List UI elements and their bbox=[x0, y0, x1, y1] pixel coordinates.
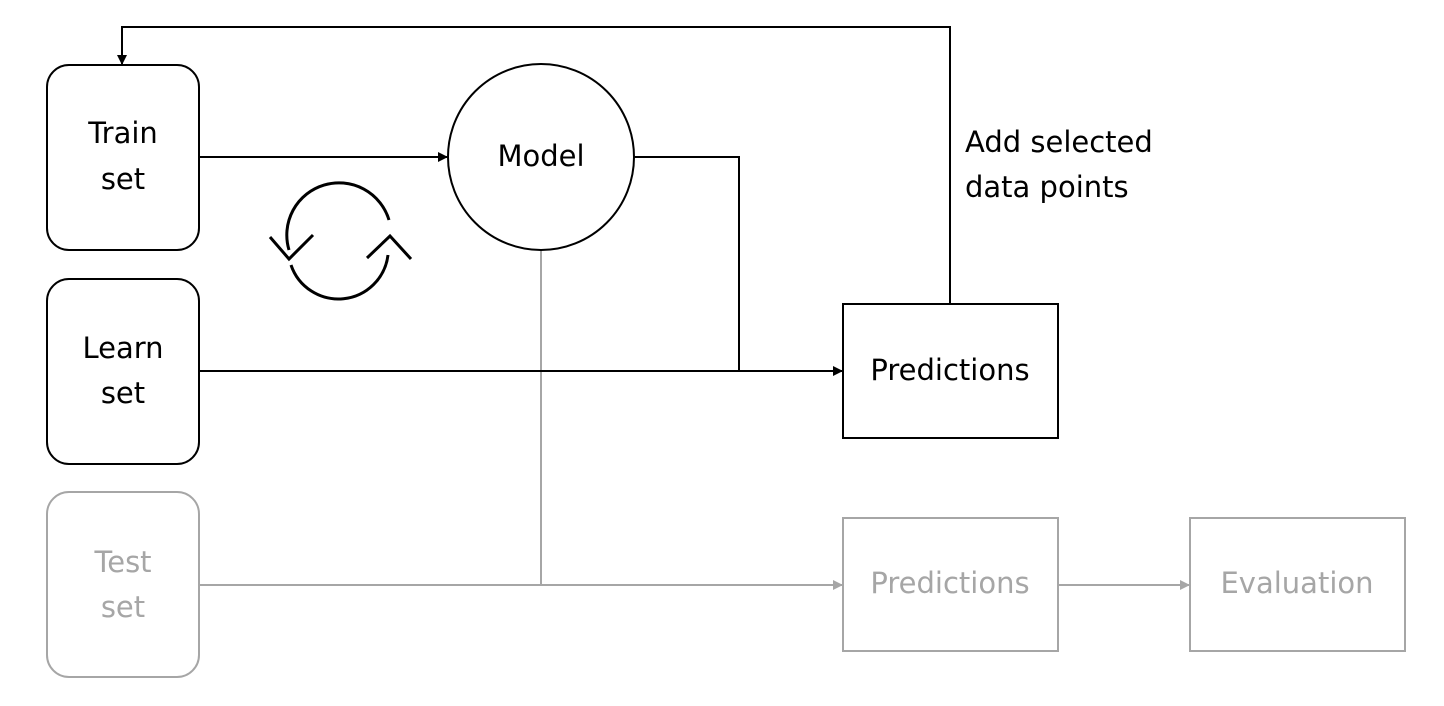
test-predictions-label: Predictions bbox=[870, 566, 1029, 600]
model-node: Model bbox=[447, 63, 635, 251]
train-set-label-line1: Train bbox=[87, 116, 158, 150]
train-set-node: Train set bbox=[46, 64, 200, 251]
test-set-label-line2: set bbox=[101, 590, 145, 624]
predictions-label: Predictions bbox=[870, 353, 1029, 387]
feedback-arrow bbox=[117, 26, 951, 303]
evaluation-label: Evaluation bbox=[1220, 566, 1373, 600]
predictions-node: Predictions bbox=[842, 303, 1059, 439]
test-set-label-line1: Test bbox=[93, 545, 151, 579]
train-set-label-line2: set bbox=[101, 162, 145, 196]
model-to-predictions-connector bbox=[634, 156, 740, 371]
refresh-cycle-icon bbox=[268, 181, 413, 301]
learn-set-node: Learn set bbox=[46, 278, 200, 465]
feedback-annotation-line1: Add selected bbox=[965, 125, 1153, 159]
learn-set-label-line2: set bbox=[101, 376, 145, 410]
test-predictions-node: Predictions bbox=[842, 517, 1059, 652]
model-label: Model bbox=[497, 139, 584, 173]
evaluation-node: Evaluation bbox=[1189, 517, 1406, 652]
learn-set-label-line1: Learn bbox=[82, 331, 163, 365]
feedback-annotation-line2: data points bbox=[965, 170, 1129, 204]
test-set-node: Test set bbox=[46, 491, 200, 678]
